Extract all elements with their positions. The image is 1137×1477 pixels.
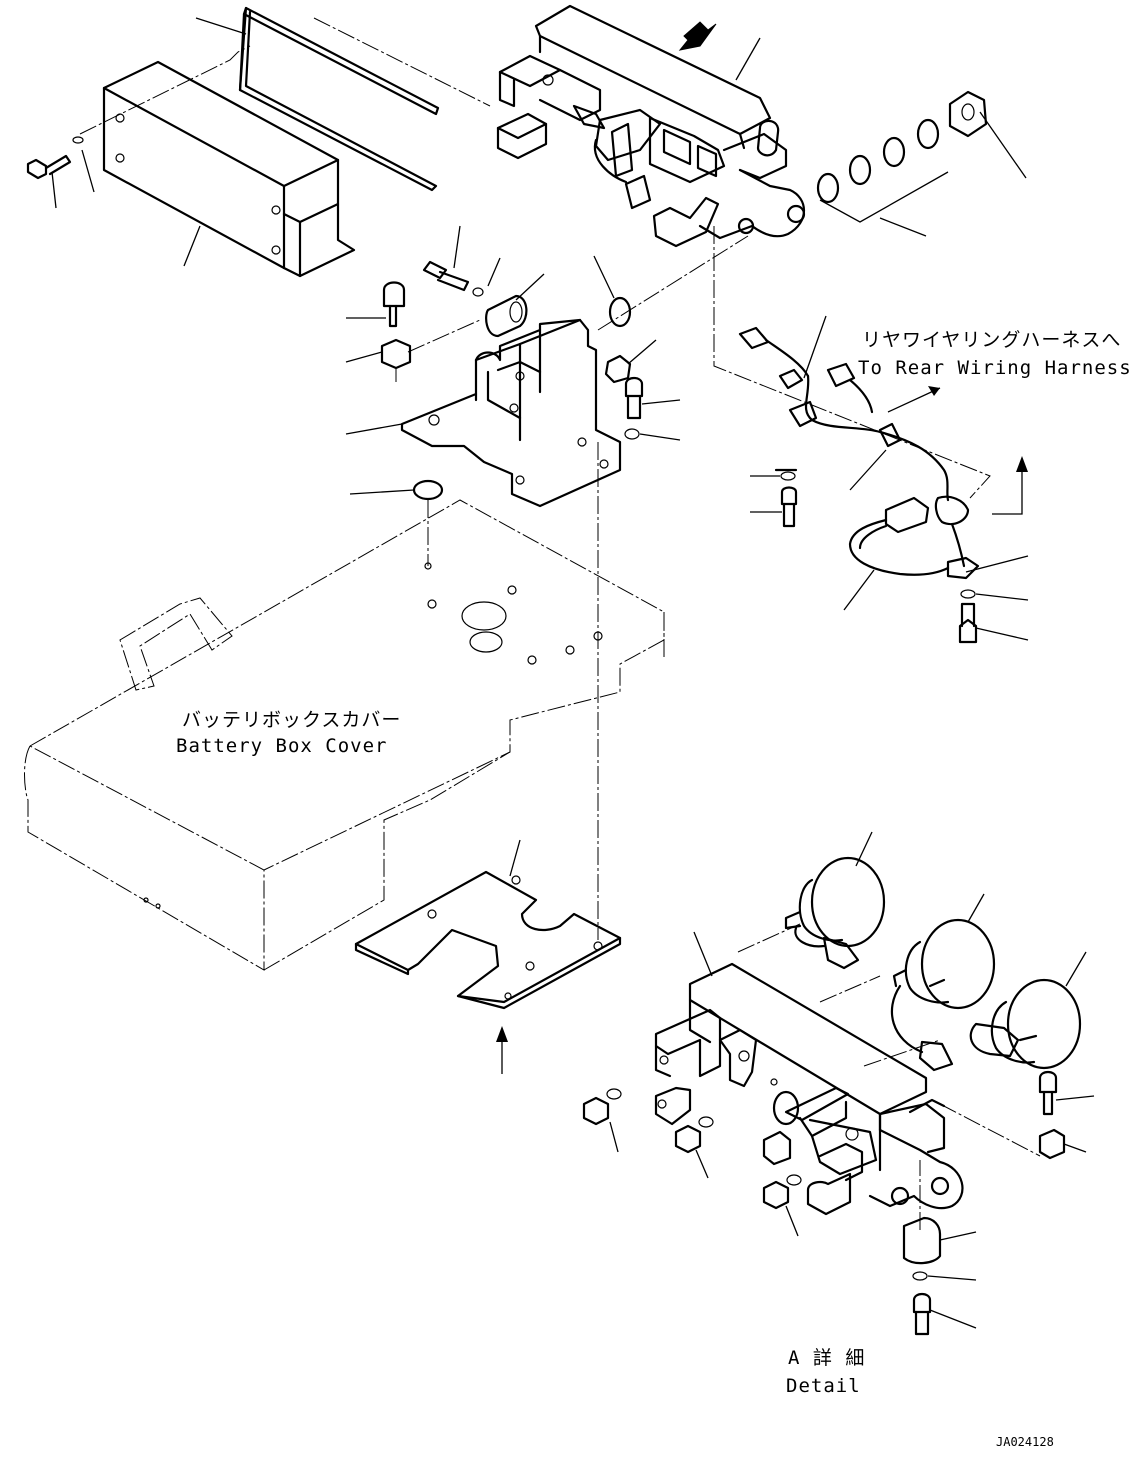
cover-label-en: Battery Box Cover: [176, 735, 387, 757]
bottom-plate: [354, 870, 622, 1010]
gauge-1: [784, 856, 886, 970]
harness-label-en: To Rear Wiring Harness: [858, 357, 1132, 379]
centerlines: [79, 17, 1041, 1230]
cover-bracket: [102, 60, 356, 278]
drawing-id: JA024128: [996, 1435, 1054, 1449]
detail-label-jp: A 詳 細: [788, 1347, 865, 1369]
gauge-3: [969, 978, 1082, 1070]
panel-housing-top: [496, 4, 806, 248]
bolt-left: [26, 136, 84, 180]
cover-label-jp: バッテリボックスカバー: [182, 709, 401, 731]
washers-top-right: [816, 90, 988, 204]
battery-box-cover: [24, 499, 665, 971]
gauge-2: [890, 918, 996, 1072]
leader-lines: [51, 17, 1095, 1329]
detail-label-en: Detail: [786, 1375, 861, 1397]
gasket-seal: [238, 6, 440, 192]
mount-parts: [380, 260, 644, 508]
harness-label-jp: リヤワイヤリングハーネスへ: [862, 329, 1121, 351]
detail-fasteners: [582, 1070, 1066, 1336]
bottom-arrow: [496, 1026, 508, 1074]
panel-housing-detail: [654, 962, 964, 1216]
harness-arrows: [887, 386, 1028, 515]
view-arrow-a: [678, 21, 717, 51]
